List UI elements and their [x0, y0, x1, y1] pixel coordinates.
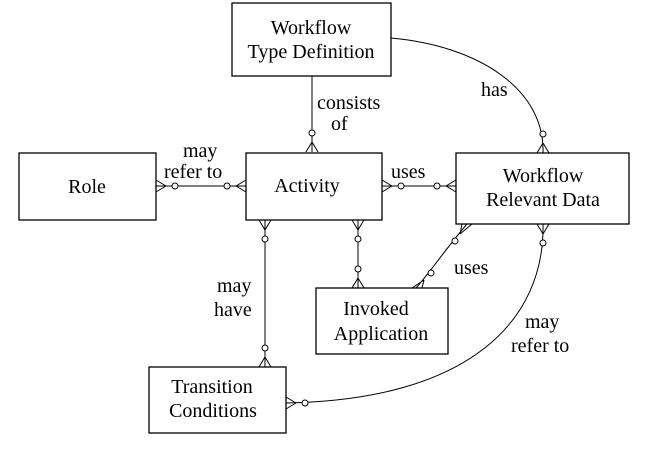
crows-foot-transition-right: [285, 396, 297, 410]
relation-may-have-line1: may: [217, 275, 251, 297]
crows-foot-activity-app-top: [351, 219, 365, 231]
crows-foot-activity-transition: [258, 219, 272, 231]
entity-workflow-relevant-data: Workflow Relevant Data: [455, 152, 630, 225]
app-label-line2: Application: [334, 323, 428, 345]
relation-has: has: [481, 79, 508, 101]
optional-circle-transition-right: [301, 399, 309, 407]
relation-may-refer-to-data-line2: refer to: [511, 335, 569, 357]
crows-foot-activity-data-side: [381, 179, 393, 193]
crows-foot-data-wtd: [536, 142, 550, 154]
transition-label-line2: Conditions: [169, 400, 257, 422]
relation-may-refer-to-data-line1: may: [525, 311, 559, 333]
optional-circle-data-wtd: [539, 130, 547, 138]
entity-workflow-type-definition: Workflow Type Definition: [231, 2, 392, 77]
relation-consists-line1: consists: [317, 92, 381, 114]
relation-may-refer-to-role-line2: refer to: [164, 161, 222, 183]
crows-foot-data-activity-side: [445, 179, 457, 193]
entity-invoked-application: Invoked Application: [315, 287, 449, 355]
optional-circle-activity-transition: [261, 235, 269, 243]
optional-circle-data-app-side: [451, 237, 459, 245]
optional-circle-transition-top: [261, 344, 269, 352]
crows-foot-role-side: [155, 179, 167, 193]
entity-transition-conditions: Transition Conditions: [148, 366, 287, 434]
optional-circle-wtd-activity: [308, 129, 316, 137]
crows-foot-data-transition-top: [536, 223, 550, 235]
crows-foot-data-app-side: [459, 223, 473, 235]
edge-may-refer-to-data: [285, 223, 544, 404]
optional-circle-activity-role-side: [223, 182, 231, 190]
optional-circle-activity-app-bottom: [354, 265, 362, 273]
relation-uses-app: uses: [454, 257, 489, 279]
optional-circle-data-transition-top: [539, 239, 547, 247]
entity-role: Role: [18, 152, 157, 221]
entity-activity: Activity: [245, 152, 383, 221]
crows-foot-activity-role-side: [235, 179, 247, 193]
optional-circle-role-side: [171, 182, 179, 190]
wrd-label-line2: Relevant Data: [486, 189, 600, 211]
edge-has: [390, 37, 544, 154]
crows-foot-transition-top: [258, 356, 272, 368]
relation-consists-line2: of: [331, 113, 348, 135]
crows-foot-activity-app-bottom: [351, 277, 365, 289]
crows-foot-wtd-activity: [305, 141, 319, 153]
relation-uses-data: uses: [391, 161, 426, 183]
wtd-label-line2: Type Definition: [248, 41, 375, 63]
wrd-label-line1: Workflow: [503, 165, 584, 187]
optional-circle-activity-data-side: [397, 182, 405, 190]
optional-circle-activity-app-top: [354, 235, 362, 243]
wtd-label-line1: Workflow: [271, 17, 352, 39]
optional-circle-data-activity-side: [433, 182, 441, 190]
activity-label: Activity: [274, 175, 340, 197]
relation-may-have-line2: have: [214, 299, 252, 321]
transition-label-line1: Transition: [171, 376, 253, 398]
relation-may-refer-to-role-line1: may: [183, 140, 217, 162]
optional-circle-app-data-side: [427, 269, 435, 277]
role-label: Role: [68, 176, 106, 198]
app-label-line1: Invoked: [343, 298, 409, 320]
crows-foot-app-data-side: [411, 279, 425, 289]
